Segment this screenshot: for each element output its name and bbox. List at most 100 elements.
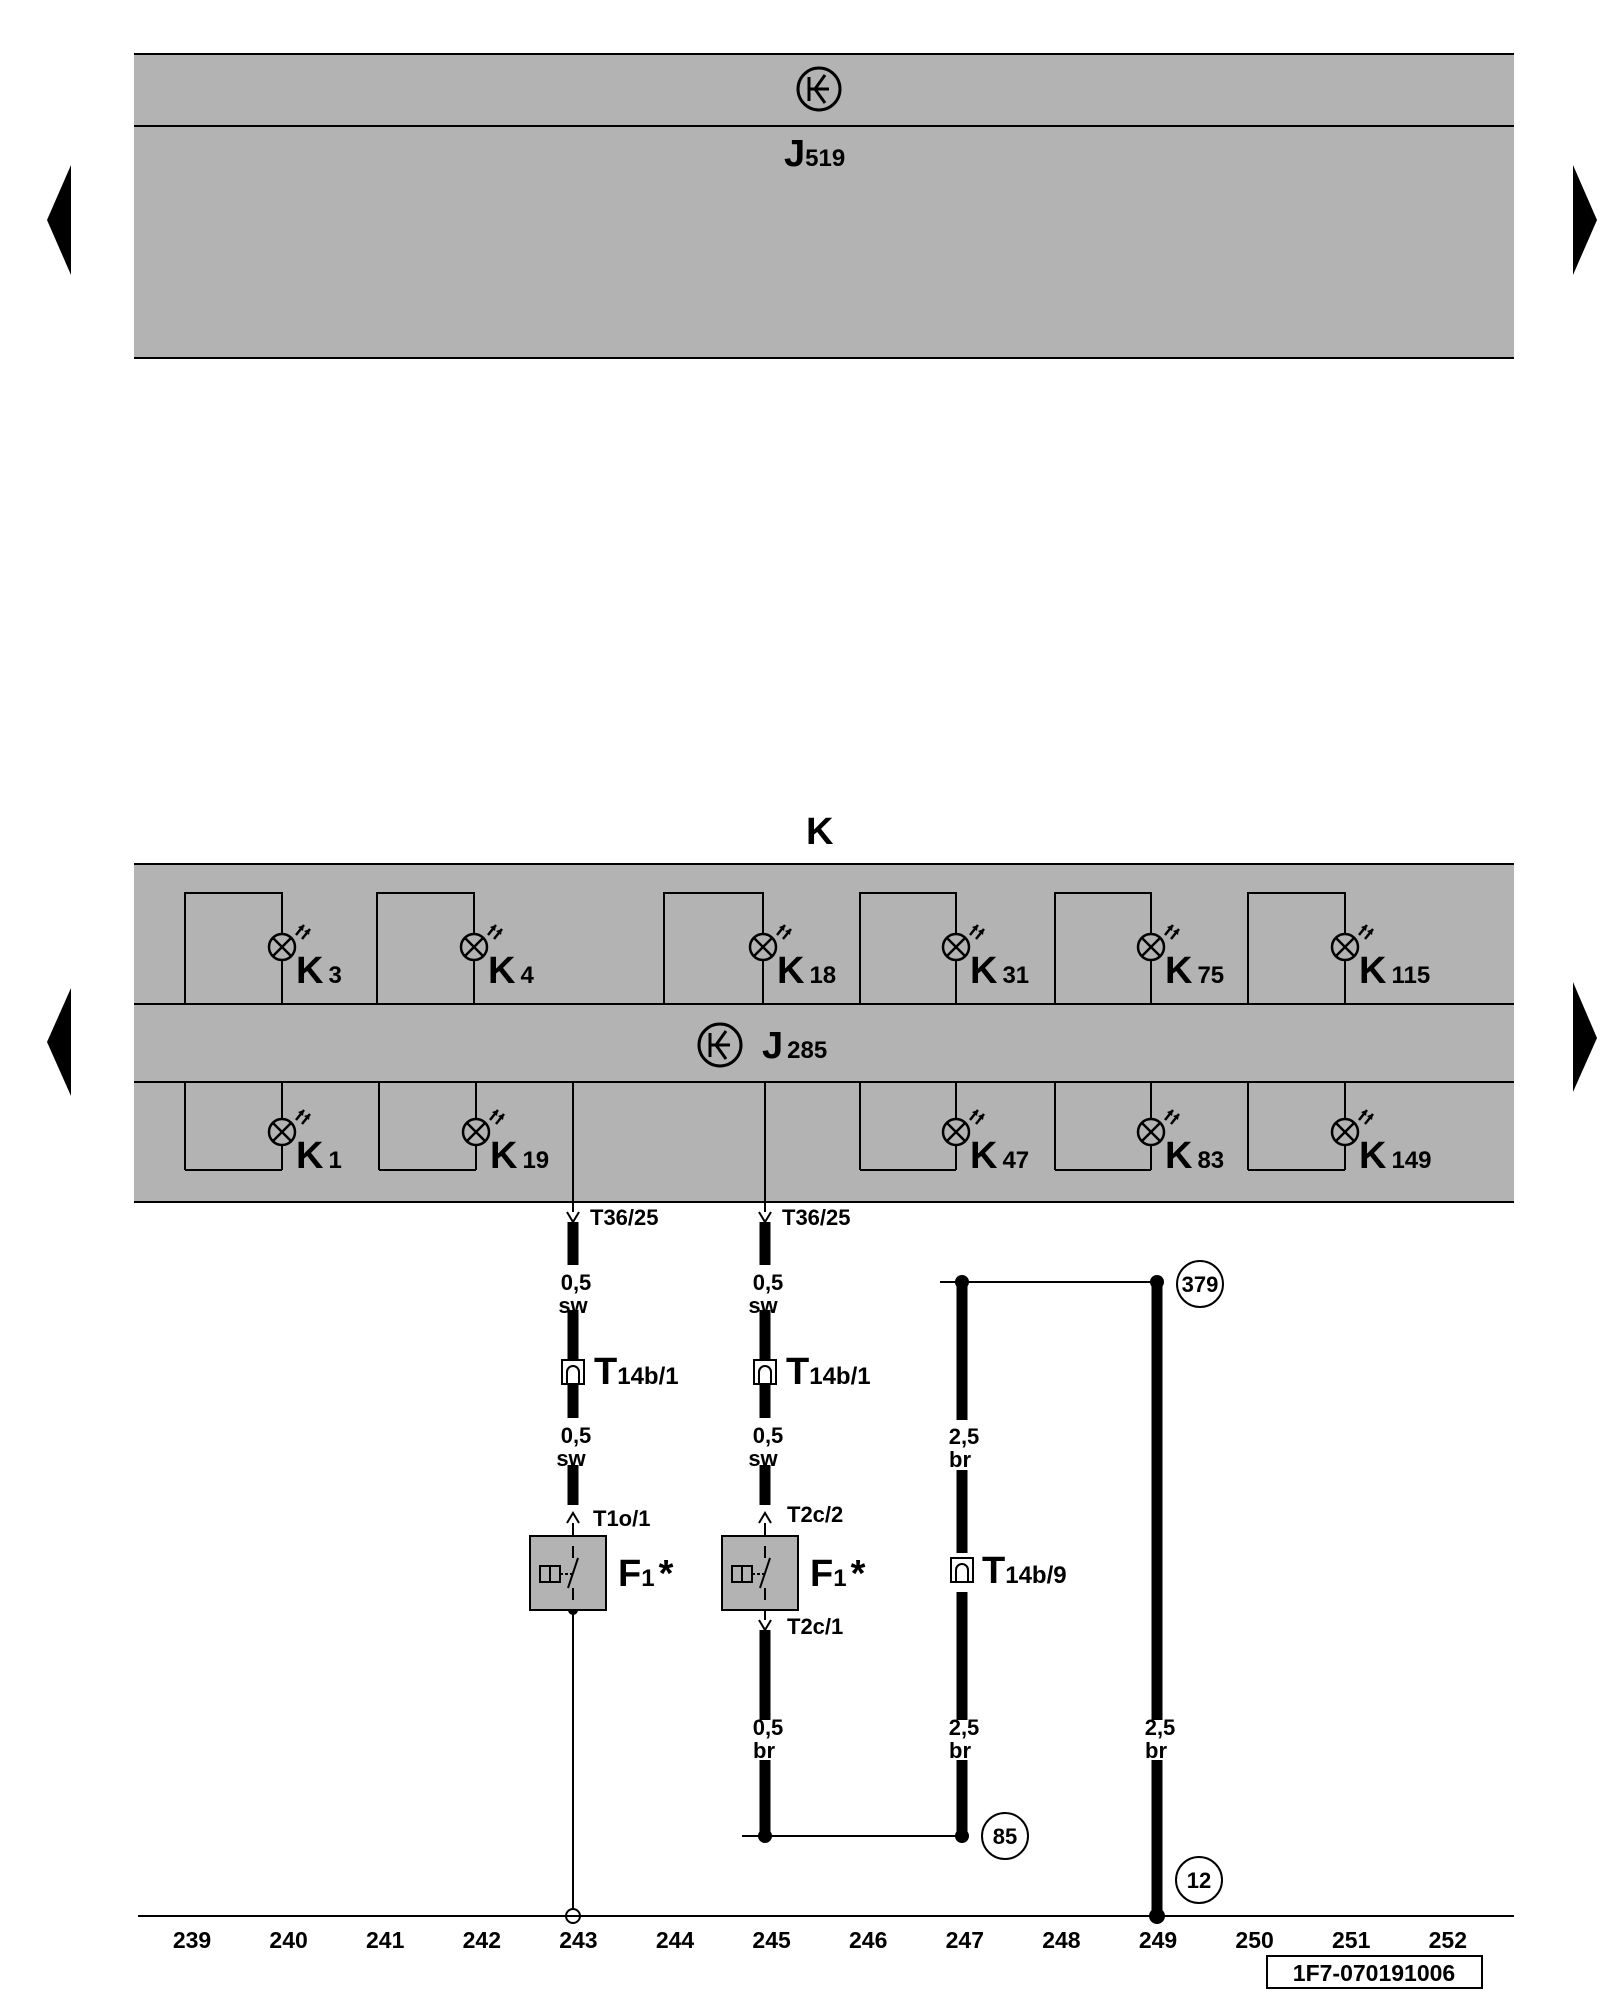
column-number: 248: [1042, 1927, 1081, 1953]
svg-text:sw: sw: [748, 1446, 778, 1471]
switch-f1-a-label: F1*: [618, 1553, 674, 1595]
wire-249: [1149, 1275, 1165, 1924]
svg-text:br: br: [753, 1738, 775, 1763]
wire-label-7: 2,5 br: [949, 1715, 980, 1763]
svg-text:br: br: [949, 1447, 971, 1472]
svg-text:0,5: 0,5: [753, 1715, 784, 1740]
plug-t14b-1-b: T14b/1: [786, 1351, 871, 1393]
column-number: 244: [656, 1927, 695, 1953]
switch-f1-b: [721, 1535, 799, 1611]
lamp-bulb-icon: [941, 924, 985, 962]
column-number: 240: [269, 1927, 307, 1953]
svg-text:85: 85: [993, 1824, 1017, 1849]
connector-t1o-1: T1o/1: [593, 1506, 650, 1531]
lamp-bulb-icon: [1136, 1109, 1180, 1147]
svg-text:0,5: 0,5: [753, 1423, 784, 1448]
wire-label-5: 2,5 br: [949, 1424, 980, 1472]
j519-module-block: [134, 54, 1514, 358]
column-number: 239: [173, 1927, 211, 1953]
switch-f1-b-label: F1*: [810, 1553, 866, 1595]
column-number: 247: [946, 1927, 984, 1953]
column-number: 252: [1429, 1927, 1467, 1953]
j519-label: J519: [784, 133, 845, 175]
svg-text:0,5: 0,5: [753, 1270, 784, 1295]
wire-245: [742, 1211, 962, 1843]
plug-connector-icon: [753, 1359, 777, 1385]
lamp-bulb-icon: [941, 1109, 985, 1147]
wire-label-3: 0,5 sw: [556, 1423, 591, 1471]
plug-t14b-1-a: T14b/1: [594, 1351, 679, 1393]
reference-85: 85: [981, 1812, 1029, 1860]
column-number: 246: [849, 1927, 887, 1953]
wire-label-2: 0,5 sw: [748, 1270, 783, 1318]
column-number: 243: [559, 1927, 597, 1953]
diagram-id-box: [1266, 1955, 1483, 1989]
svg-text:sw: sw: [556, 1446, 586, 1471]
column-number: 249: [1139, 1927, 1177, 1953]
lamp-bulb-icon: [267, 1109, 311, 1147]
lamp-bulb-icon: [1330, 1109, 1374, 1147]
control-unit-icon: [796, 66, 842, 112]
column-number: 241: [366, 1927, 405, 1953]
lamp-bulb-icon: [1136, 924, 1180, 962]
column-number: 242: [463, 1927, 501, 1953]
lamp-bulb-icon: [748, 924, 792, 962]
wire-label-4: 0,5 sw: [748, 1423, 783, 1471]
svg-text:2,5: 2,5: [949, 1424, 980, 1449]
svg-text:2,5: 2,5: [949, 1715, 980, 1740]
switch-f1-a: [529, 1535, 607, 1611]
lamp-bulb-icon: [461, 1109, 505, 1147]
svg-text:sw: sw: [748, 1293, 778, 1318]
svg-text:sw: sw: [558, 1293, 588, 1318]
instrument-cluster-block: [134, 864, 1514, 1202]
connector-t36-25-a: T36/25: [590, 1205, 659, 1230]
wire-247: [940, 1275, 1157, 1843]
svg-text:br: br: [949, 1738, 971, 1763]
wire-label-8: 2,5 br: [1145, 1715, 1176, 1763]
reference-12: 12: [1175, 1856, 1223, 1904]
connector-t2c-2: T2c/2: [787, 1502, 843, 1527]
k-group-title: K: [806, 811, 834, 853]
wire-243: [565, 1211, 581, 1924]
lamp-bulb-icon: [1330, 924, 1374, 962]
wire-label-6: 0,5 br: [753, 1715, 784, 1763]
svg-text:379: 379: [1182, 1272, 1219, 1297]
svg-text:br: br: [1145, 1738, 1167, 1763]
previous-page-arrow[interactable]: [47, 988, 71, 1096]
svg-text:2,5: 2,5: [1145, 1715, 1176, 1740]
lamp-bulb-icon: [267, 924, 311, 962]
plug-connector-icon: [561, 1359, 585, 1385]
svg-text:0,5: 0,5: [561, 1270, 592, 1295]
previous-page-arrow[interactable]: [47, 165, 71, 275]
next-page-arrow[interactable]: [1573, 165, 1597, 275]
connector-t36-25-b: T36/25: [782, 1205, 851, 1230]
next-page-arrow[interactable]: [1573, 982, 1597, 1092]
svg-text:0,5: 0,5: [561, 1423, 592, 1448]
column-number: 251: [1332, 1927, 1371, 1953]
connector-t2c-1: T2c/1: [787, 1614, 843, 1639]
lamp-bulb-icon: [459, 924, 503, 962]
svg-text:12: 12: [1187, 1868, 1211, 1893]
